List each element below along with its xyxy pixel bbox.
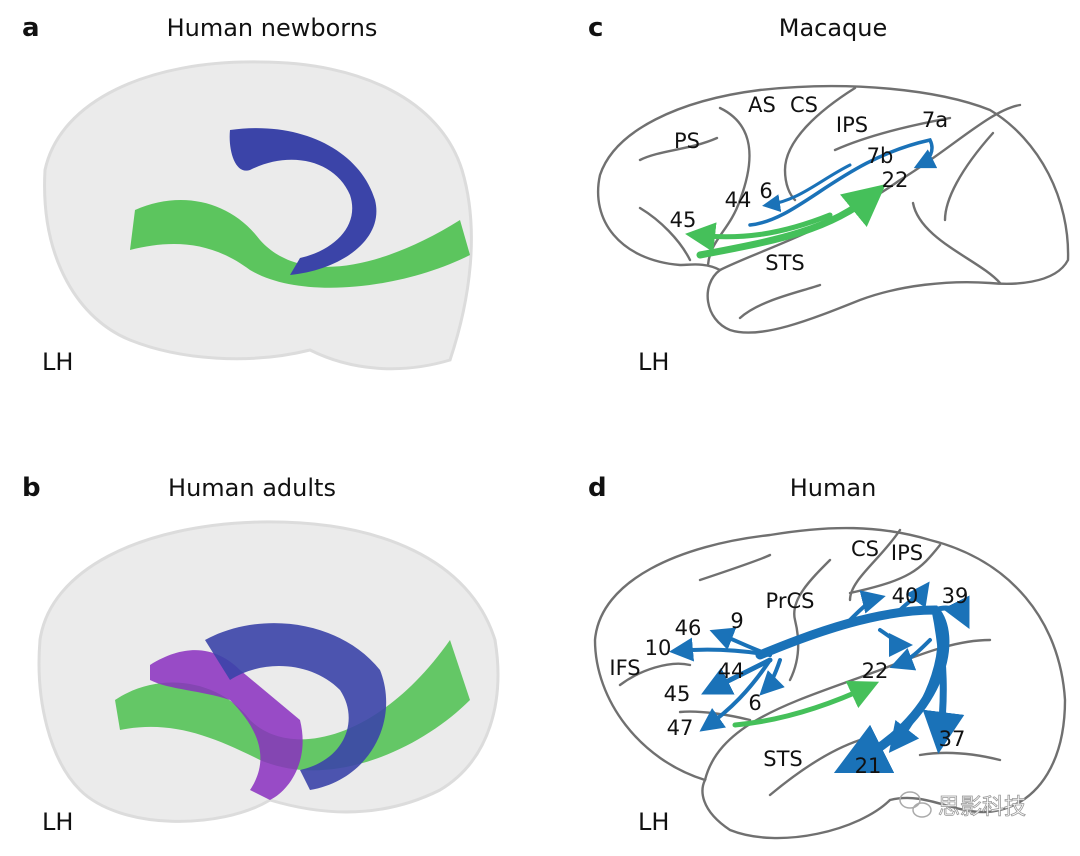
ventral-arrow-return	[685, 212, 833, 253]
panel-letter: b	[22, 473, 41, 503]
area-label: 22	[862, 659, 889, 683]
area-label: 21	[855, 754, 882, 778]
ventral-tract	[115, 640, 470, 771]
area-label: STS	[765, 251, 805, 275]
newborn-brain-render	[43, 60, 473, 371]
macaque-brain-outline	[596, 84, 1070, 334]
area-label: 40	[892, 584, 919, 608]
area-label: 39	[942, 584, 969, 608]
purple-tract	[150, 650, 303, 800]
area-label: 10	[645, 636, 672, 660]
area-label: CS	[851, 537, 879, 561]
area-label: 6	[759, 179, 772, 203]
panel-letter: c	[588, 13, 603, 43]
panel-a: a Human newborns LH	[22, 13, 473, 376]
area-label: PrCS	[766, 589, 815, 613]
area-label: 44	[725, 188, 752, 212]
dorsal-pathway-arrows	[669, 581, 970, 774]
area-label: IFS	[609, 656, 640, 680]
hemisphere-label: LH	[638, 808, 669, 836]
dorsal-tract	[205, 623, 387, 790]
panel-title: Human	[790, 474, 877, 502]
hemisphere-label: LH	[42, 808, 73, 836]
dorsal-arrow-6	[762, 163, 852, 213]
panel-letter: d	[588, 473, 607, 503]
area-label: CS	[790, 93, 818, 117]
area-label: 37	[939, 727, 966, 751]
area-label: STS	[763, 747, 803, 771]
ventral-arrow	[696, 184, 886, 259]
dorsal-arrow	[748, 137, 938, 227]
area-label: IPS	[891, 541, 923, 565]
panel-b: b Human adults LH	[22, 473, 500, 836]
area-label: 22	[882, 168, 909, 192]
panel-letter: a	[22, 13, 40, 43]
area-label: AS	[748, 93, 776, 117]
area-label: 47	[667, 716, 694, 740]
area-label: 44	[718, 659, 745, 683]
area-label: 6	[748, 691, 761, 715]
area-label: PS	[674, 129, 700, 153]
watermark-text: 思影科技	[938, 795, 1026, 820]
panel-c: c Macaque PS AS CS IPS 7a 7b 22 6 44 45 …	[588, 13, 1070, 376]
area-label: IPS	[836, 113, 868, 137]
wechat-icon	[899, 791, 932, 818]
ventral-tract	[130, 200, 470, 288]
panel-title: Macaque	[779, 14, 888, 42]
dorsal-tract	[229, 128, 377, 275]
panel-title: Human newborns	[167, 14, 378, 42]
area-label: 45	[664, 682, 691, 706]
area-label: 7a	[922, 108, 948, 132]
ventral-pathway-arrow	[732, 680, 880, 728]
area-label: 46	[675, 616, 702, 640]
area-label: 9	[730, 609, 743, 633]
hemisphere-label: LH	[638, 348, 669, 376]
panel-title: Human adults	[168, 474, 336, 502]
panel-d: d Human	[588, 473, 1067, 840]
area-label: 7b	[867, 144, 894, 168]
area-label: 45	[670, 208, 697, 232]
watermark: 思影科技	[899, 791, 1026, 820]
hemisphere-label: LH	[42, 348, 73, 376]
